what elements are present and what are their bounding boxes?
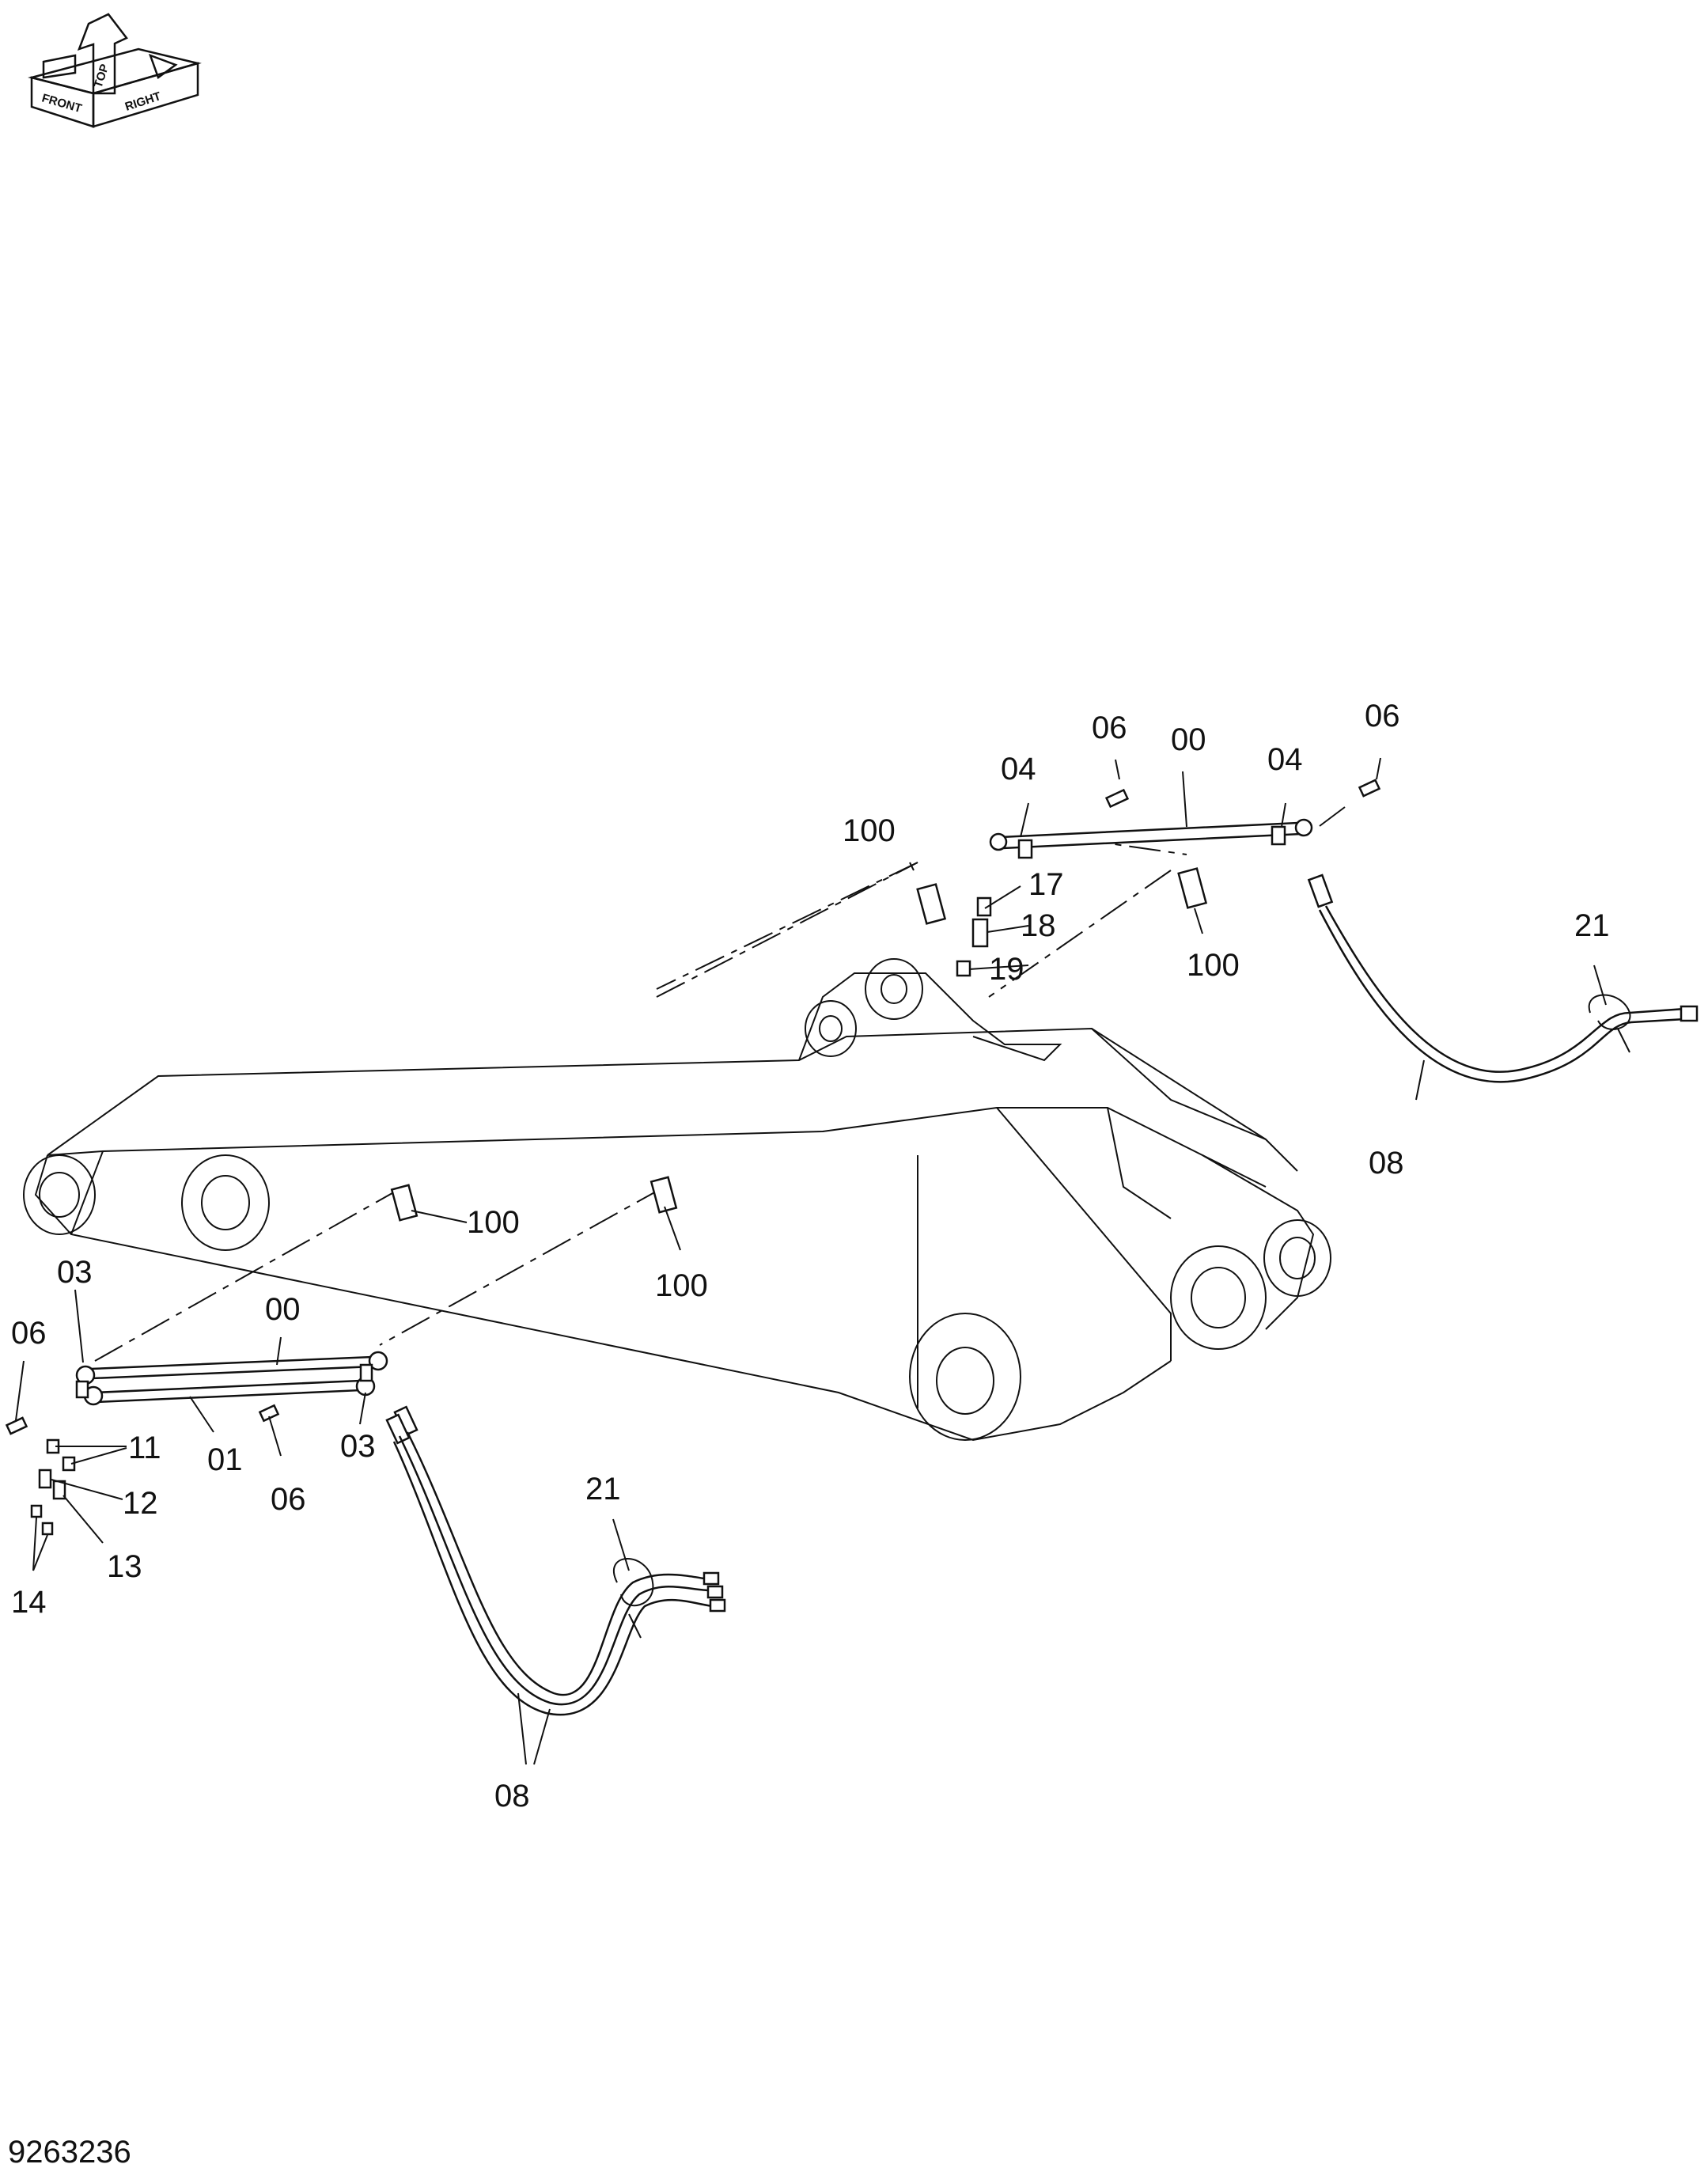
callout-04-top-left: 04: [1001, 752, 1036, 786]
lower-tube-assembly: [5, 1176, 678, 1536]
callout-19: 19: [989, 952, 1024, 987]
callout-06-bottom: 06: [271, 1482, 306, 1517]
callout-04-top-right: 04: [1267, 742, 1303, 777]
callout-21-right: 21: [1574, 908, 1610, 943]
orientation-icon: FRONT TOP RIGHT: [28, 13, 202, 128]
leader-lines: [94, 806, 1346, 1362]
callout-21-bottom: 21: [585, 1472, 621, 1506]
callout-06-top-right: 06: [1365, 699, 1400, 733]
callout-100-top-left: 100: [843, 813, 896, 848]
boom-body: [23, 958, 1331, 1442]
callout-08-right: 08: [1369, 1146, 1404, 1181]
right-hose: [1307, 874, 1699, 1083]
callout-100-mid-right: 100: [655, 1268, 708, 1303]
callout-leaders: [15, 757, 1607, 1765]
callout-17: 17: [1028, 867, 1064, 902]
callout-12: 12: [123, 1486, 158, 1521]
callout-100-mid-left: 100: [467, 1205, 520, 1240]
callout-100-top-right: 100: [1187, 948, 1240, 983]
orientation-top-label: TOP: [92, 63, 112, 89]
callout-18: 18: [1021, 908, 1056, 943]
callout-08-bottom: 08: [494, 1779, 530, 1813]
callout-03-left: 03: [57, 1255, 93, 1290]
callout-13: 13: [107, 1549, 142, 1584]
callout-03-right: 03: [340, 1429, 376, 1464]
orientation-right-label: RIGHT: [123, 89, 163, 114]
callout-06-left: 06: [11, 1316, 47, 1351]
upper-tube-assembly: [916, 779, 1381, 977]
callout-00-top: 00: [1171, 722, 1206, 757]
callout-00-bottom: 00: [265, 1292, 301, 1327]
lower-hoses: [385, 1405, 726, 1716]
callout-06-top-left: 06: [1092, 711, 1127, 745]
callout-01: 01: [207, 1442, 243, 1477]
callout-14: 14: [11, 1585, 47, 1620]
drawing-number: 9263236: [8, 2135, 131, 2170]
callout-11: 11: [128, 1431, 161, 1465]
